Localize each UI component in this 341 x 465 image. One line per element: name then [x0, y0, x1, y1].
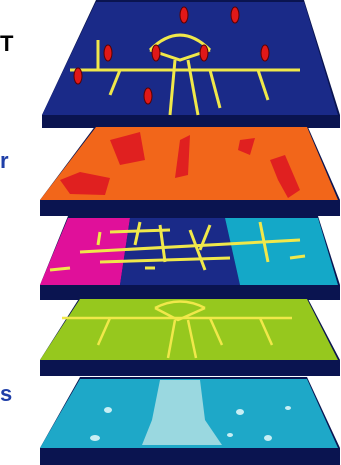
layer-3-streets — [40, 216, 340, 300]
layer-5-water — [40, 377, 340, 465]
label-bottom: s — [0, 383, 12, 405]
map-pin-icon — [200, 45, 208, 61]
map-pin-icon — [261, 45, 269, 61]
map-pin-icon — [180, 7, 188, 23]
label-middle: r — [0, 150, 9, 172]
map-pin-icon — [104, 45, 112, 61]
layer-1-top — [42, 2, 338, 115]
label-top: T — [0, 33, 13, 55]
map-pin-icon — [74, 68, 82, 84]
map-pin-icon — [144, 88, 152, 104]
map-pin-icon — [231, 7, 239, 23]
layer-1-roads-and-pins — [42, 0, 340, 128]
map-pin-icon — [152, 45, 160, 61]
layer-4-road-network — [40, 297, 340, 376]
layer-2-regions — [40, 125, 340, 216]
